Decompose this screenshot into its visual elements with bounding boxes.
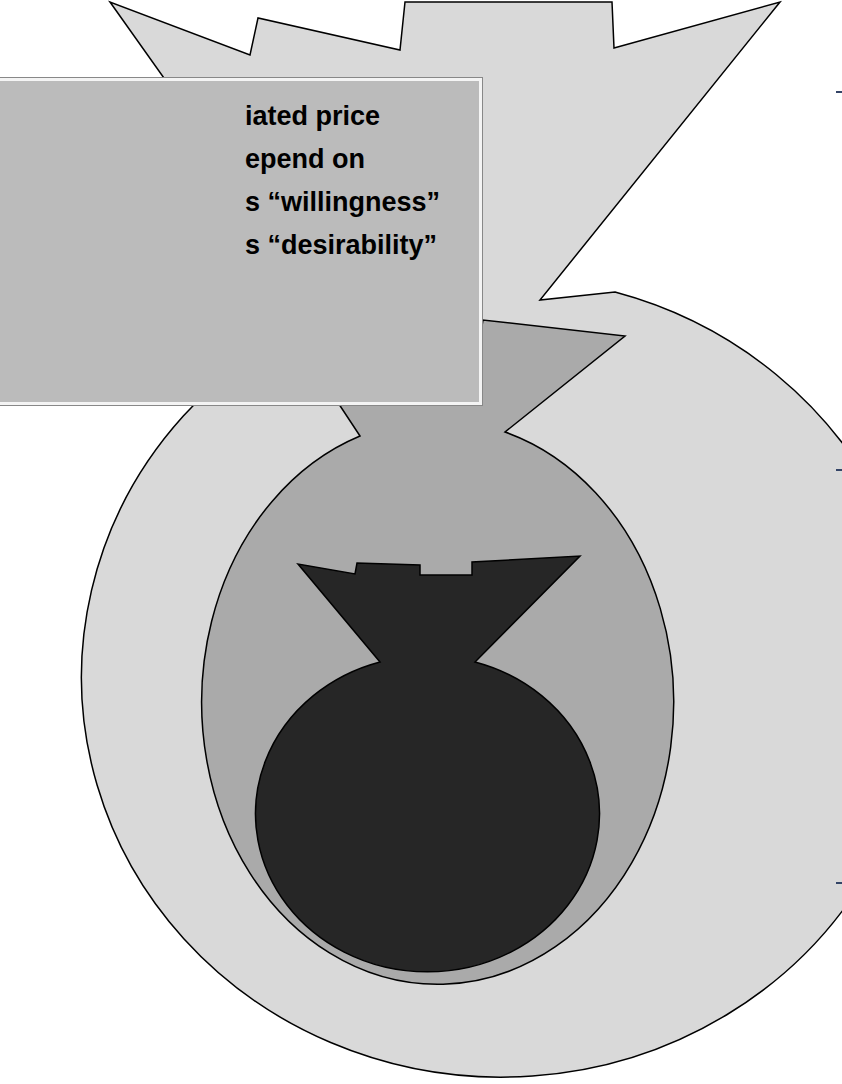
box-text: s “desirability” xyxy=(245,224,437,267)
box-text: epend on xyxy=(245,138,365,181)
inner-money-bag xyxy=(256,556,600,972)
bullet-mark xyxy=(836,882,842,884)
text-box: iated priceepend ons “willingness”s “des… xyxy=(0,78,482,405)
middle-money-bag xyxy=(202,320,674,984)
box-text: s “willingness” xyxy=(245,181,440,224)
bullet-mark xyxy=(836,469,842,471)
box-text: iated price xyxy=(245,95,380,138)
bullet-mark xyxy=(836,91,842,93)
